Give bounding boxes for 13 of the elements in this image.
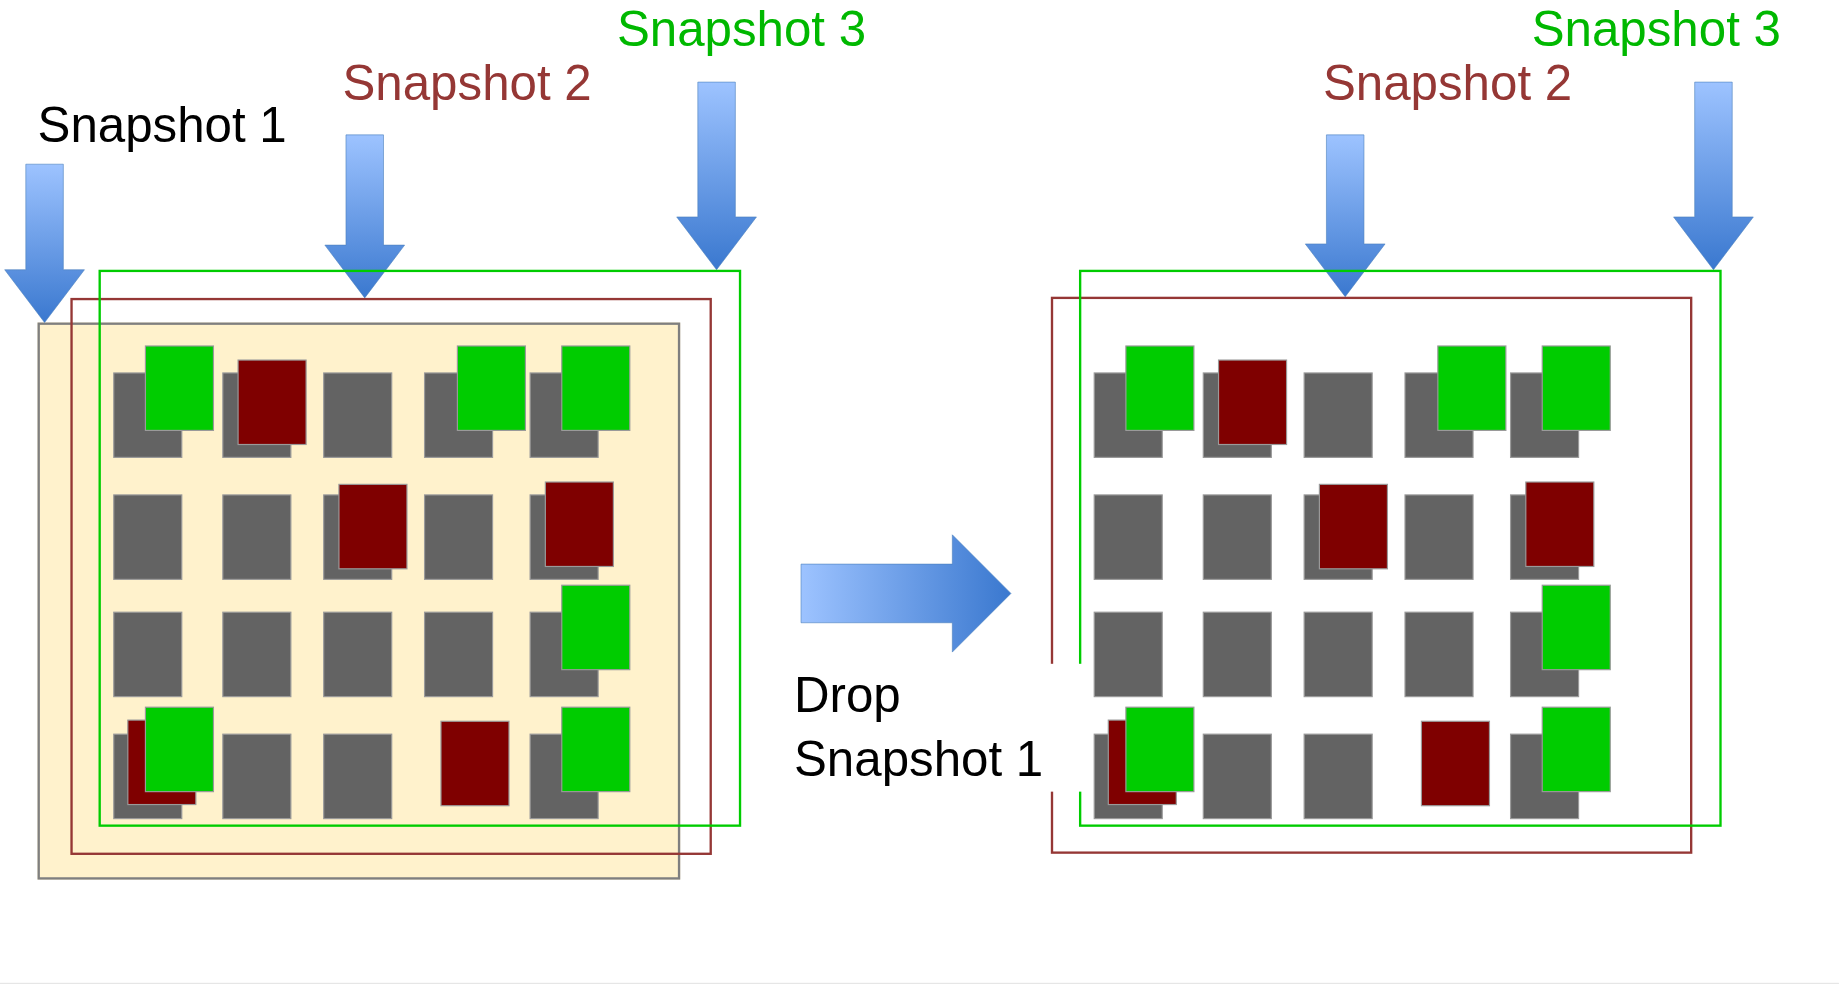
snapshot-label: Snapshot 3	[616, 2, 867, 57]
snapshot-label: Snapshot 2	[342, 56, 592, 111]
block-arrow	[800, 534, 1012, 653]
block-arrow	[676, 81, 757, 271]
block-arrow	[1305, 134, 1386, 297]
snapshot-frame	[70, 297, 712, 855]
block-arrow	[4, 163, 85, 323]
snapshot-label: Snapshot 2	[1322, 56, 1573, 111]
snapshot-label: Snapshot 3	[1531, 2, 1781, 57]
snapshot-frame	[98, 269, 742, 827]
block-arrow	[1673, 81, 1754, 271]
block-arrow	[324, 134, 405, 299]
snapshot-label: Snapshot 1	[37, 98, 287, 153]
